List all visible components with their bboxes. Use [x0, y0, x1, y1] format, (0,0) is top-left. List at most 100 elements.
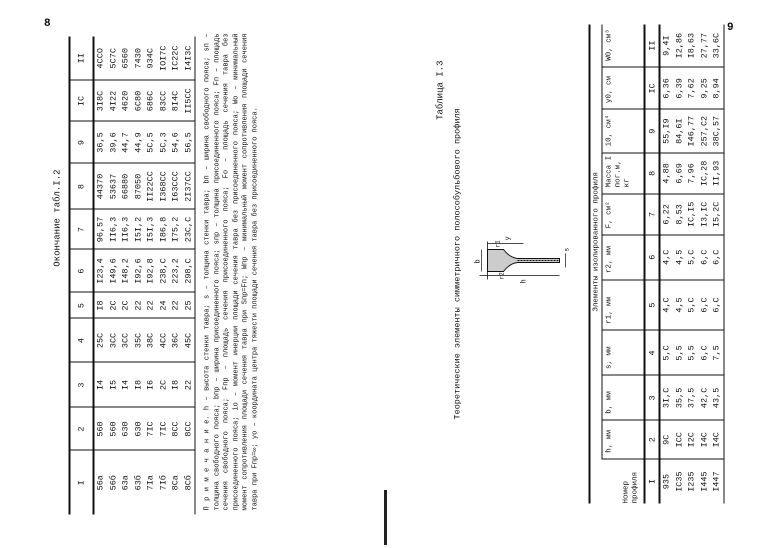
column-number: 4 — [644, 330, 660, 376]
column-header: 4 — [69, 318, 94, 363]
table-cell: 25 — [182, 292, 195, 319]
table-cell: 44370 — [93, 163, 107, 210]
column-number: IC — [644, 67, 660, 110]
column-header: i0, см⁴ — [602, 109, 645, 153]
table-cell: I63CCC — [169, 163, 182, 210]
header-profile-number: Номер профиля — [589, 459, 645, 504]
table-cell: 37,5 — [685, 375, 698, 421]
table-cell: 2C — [119, 292, 132, 319]
table-cell: 25C — [93, 318, 107, 363]
table-cell: I75,2 — [169, 209, 182, 250]
table-cell: 5,5 — [673, 330, 686, 376]
table-cell: 7,5 — [710, 330, 724, 376]
column-header: 7 — [69, 209, 94, 250]
column-header: II — [69, 36, 94, 81]
table-cell: I4C — [710, 420, 724, 460]
table-cell: ICC — [673, 420, 686, 460]
table-cell: 686C — [144, 80, 157, 122]
table-cell: I92,8 — [144, 249, 157, 293]
label-s: s — [564, 248, 570, 252]
table-cell: 56,5 — [182, 121, 195, 164]
table-cell: 9,25 — [698, 67, 711, 110]
column-header: s, мм — [602, 330, 645, 376]
table-cell: 44,7 — [119, 121, 132, 164]
table-cell: 4,5 — [673, 279, 686, 331]
table-cell: 5,C — [659, 330, 673, 376]
table-cell: 9C — [659, 420, 673, 460]
table-cell: 934C — [144, 36, 157, 81]
table-cell: 8Cа — [170, 475, 181, 491]
table-cell: 39,6 — [107, 121, 120, 164]
table-cell: 238,C — [157, 249, 170, 293]
table-cell: 8CC — [182, 407, 195, 451]
table-cell: 4620 — [119, 80, 132, 122]
table-cell: 4,C — [659, 234, 673, 280]
table-cell: 22 — [169, 292, 182, 319]
table-cell: 84,6I — [673, 109, 686, 153]
table-cell: I4C — [698, 420, 711, 460]
table-cell: 7IC — [157, 407, 170, 451]
table-cell: 56б — [108, 475, 119, 491]
table-cell: 83CC — [157, 80, 170, 122]
table-cell: 5,5 — [685, 330, 698, 376]
table-cell: 3CC — [119, 318, 132, 363]
table-cell: I4I3C — [182, 36, 195, 81]
column-header: F, см² — [602, 193, 645, 235]
table-cell: IC35 — [674, 471, 685, 492]
table-cell: 7Iб — [158, 475, 169, 491]
table-cell: 223,2 — [169, 249, 182, 293]
table-cell: 22 — [144, 292, 157, 319]
table-cell: IC22C — [169, 36, 182, 81]
table-cell: 56а — [95, 475, 106, 491]
label-r2: r2 — [499, 272, 506, 280]
table-cell: 6,C — [698, 279, 711, 331]
table-cell: 22 — [182, 362, 195, 408]
column-header: 3 — [69, 362, 94, 408]
table-cell: I235 — [686, 471, 697, 492]
table-cell: I2C — [685, 420, 698, 460]
table-cell: I92,6 — [132, 249, 145, 293]
table-cell: 3I,C — [659, 375, 673, 421]
table-cell: IC,28 — [698, 152, 711, 194]
table-cell: II22CC — [144, 163, 157, 210]
column-header: 6 — [69, 249, 94, 293]
column-number: I — [644, 459, 660, 504]
binding-mark — [384, 490, 387, 545]
column-number: 7 — [644, 193, 660, 235]
table-cell: 6560 — [119, 36, 132, 81]
table-cell: 3CC — [107, 318, 120, 363]
group-header: Элементы изолированного профиля — [589, 24, 602, 460]
table-cell: 8,53 — [673, 193, 686, 235]
page-number-right: 9 — [727, 22, 734, 34]
table-cell: I6 — [144, 362, 157, 408]
table-cell: 7Iа — [145, 475, 156, 491]
table-cell: 36,5 — [93, 121, 107, 164]
table-cell: 630 — [119, 407, 132, 451]
table-cell: 7,96 — [685, 152, 698, 194]
table-cell: 4,5 — [673, 234, 686, 280]
table-cell: 6,C — [698, 330, 711, 376]
table-cell: 7,62 — [685, 67, 698, 110]
table-cell: I8 — [132, 362, 145, 408]
table-cell: 560 — [107, 407, 120, 451]
table-cell: 8I4C — [169, 80, 182, 122]
table-cell: 55,I9 — [659, 109, 673, 153]
table-cell: 6,36 — [659, 67, 673, 110]
column-header: Масса I пог.м, кг — [602, 152, 645, 194]
table-cell: 6,69 — [673, 152, 686, 194]
table-cell: 257,C2 — [698, 109, 711, 153]
table-cell: 53637 — [107, 163, 120, 210]
column-number: 8 — [644, 152, 660, 194]
column-header: h, мм — [602, 420, 645, 460]
table-cell: 54,6 — [169, 121, 182, 164]
table-cell: II5CC — [182, 80, 195, 122]
table-cell: 38C,57 — [710, 109, 724, 153]
table-cell: 8Cб — [182, 450, 195, 515]
table-cell: 45C — [182, 318, 195, 363]
table-cell: 5C7C — [107, 36, 120, 81]
